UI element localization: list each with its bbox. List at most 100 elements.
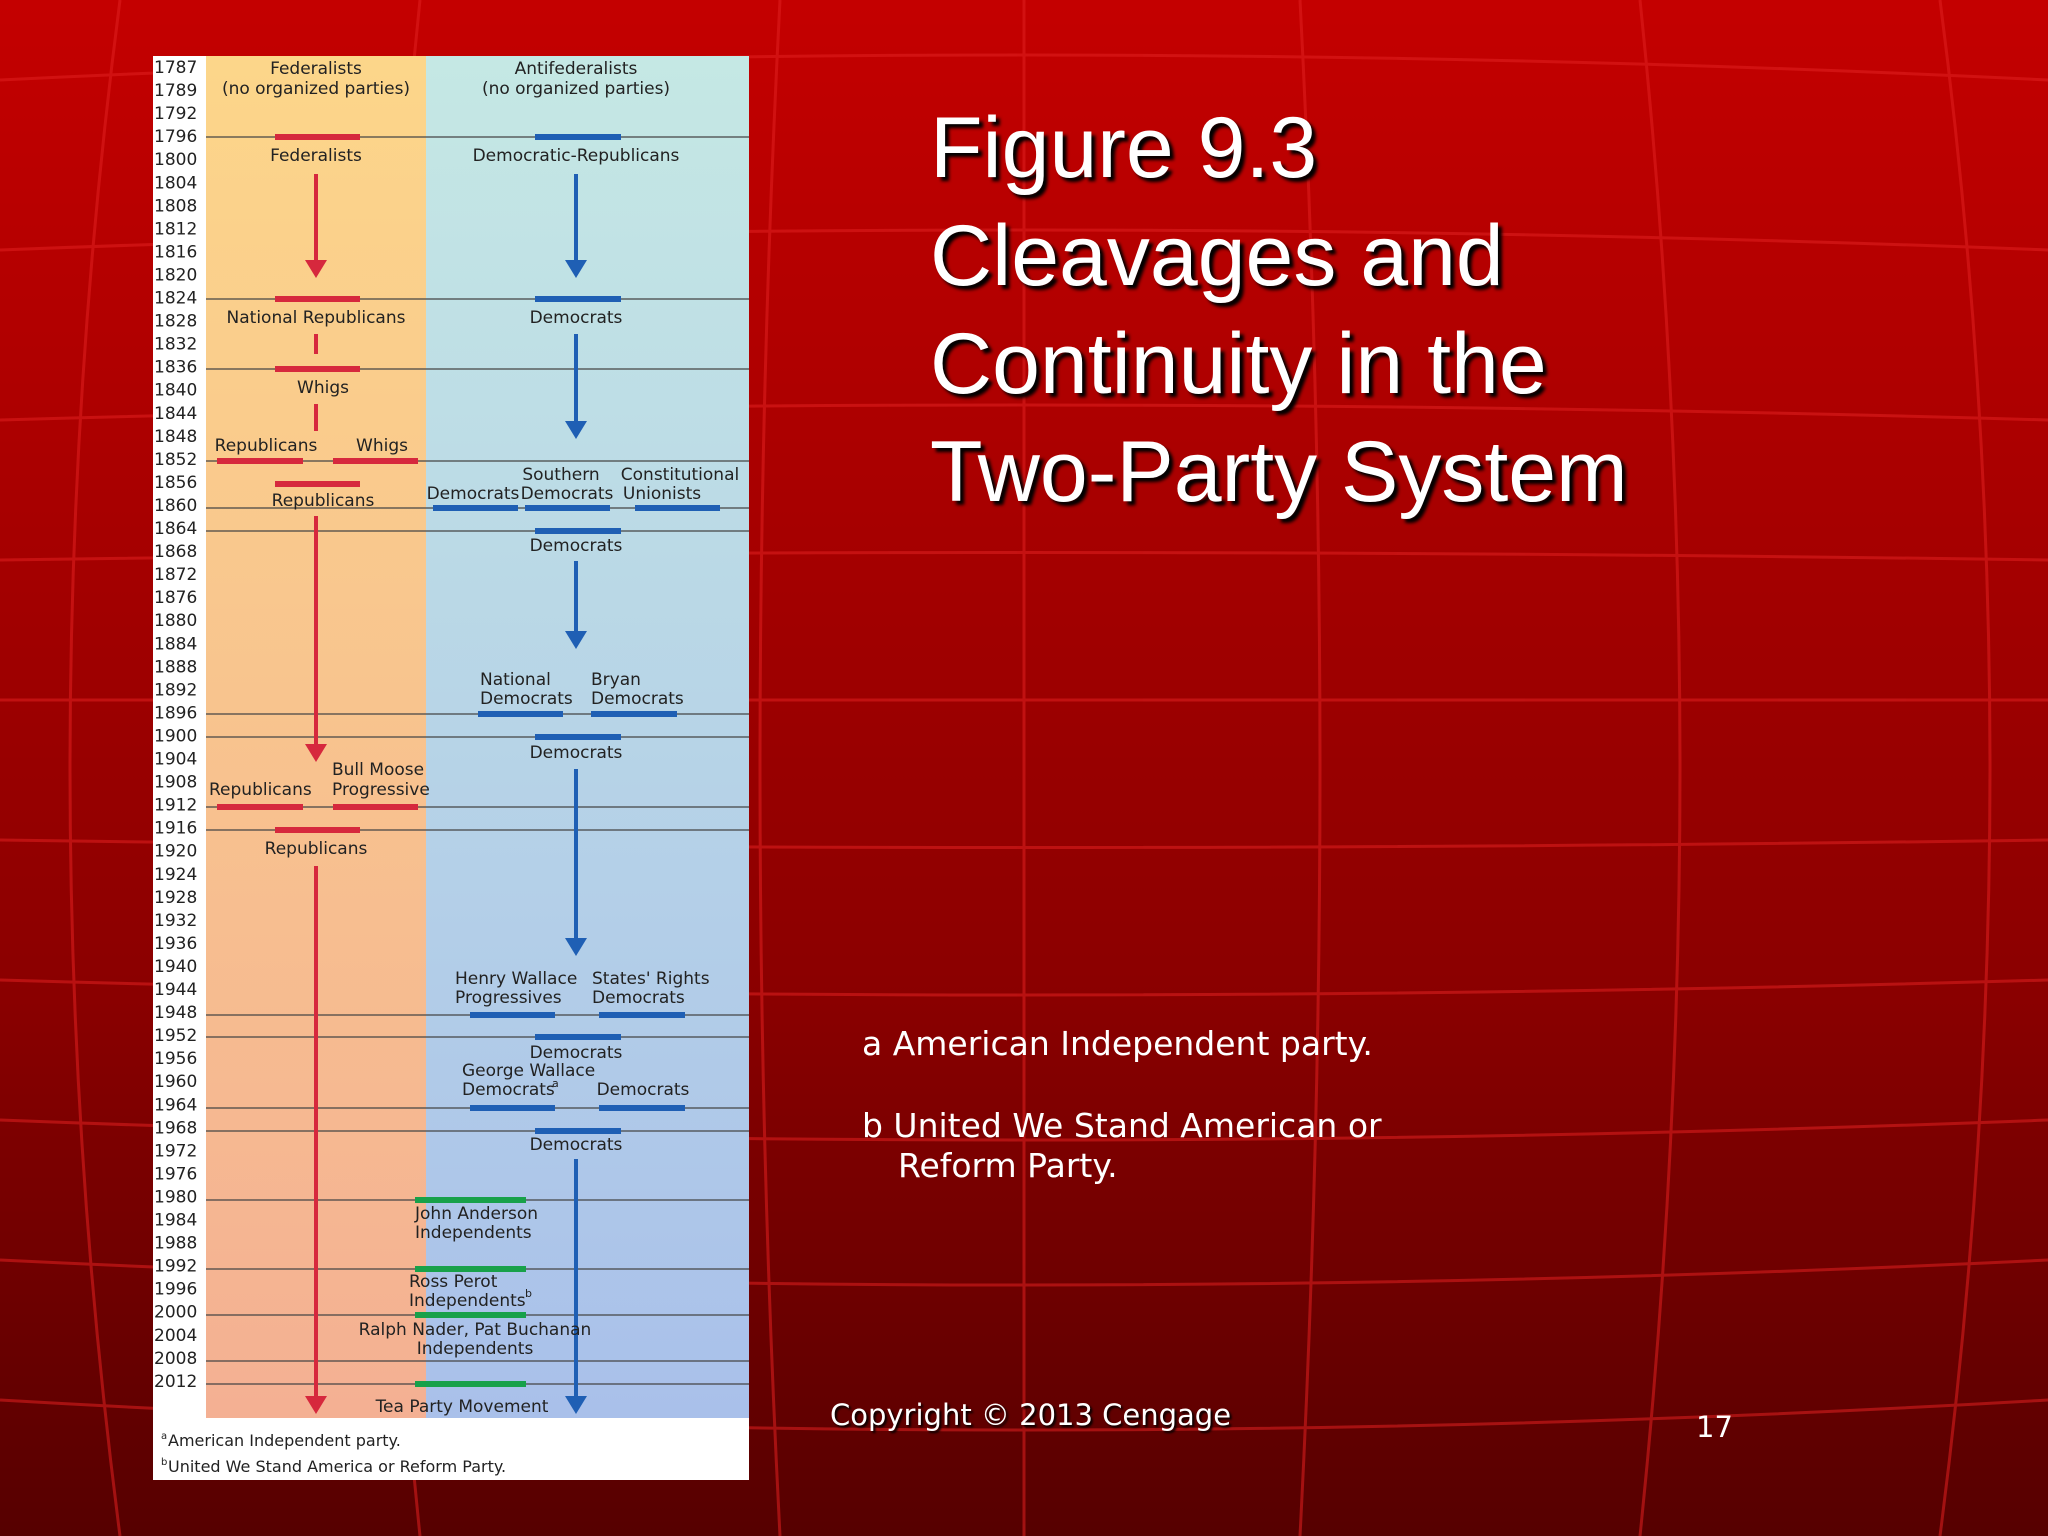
slide-number: 17 bbox=[1696, 1410, 1733, 1444]
year-label: 1824 bbox=[154, 289, 197, 309]
label-george-wallace-democrats: Democrats bbox=[462, 1080, 555, 1100]
year-label: 1836 bbox=[154, 358, 197, 378]
label-republicans-1920: Republicans bbox=[265, 839, 368, 859]
label-sup-a: a bbox=[552, 1077, 559, 1090]
party-labels: Federalists (no organized parties) Antif… bbox=[209, 59, 739, 1417]
label-antifederalists: Antifederalists bbox=[515, 59, 638, 79]
year-label: 1936 bbox=[154, 934, 197, 954]
label-independents-2004: Independents bbox=[417, 1339, 534, 1359]
label-whigs-1840: Whigs bbox=[297, 378, 349, 398]
year-label: 1972 bbox=[154, 1141, 197, 1161]
label-no-org-right: (no organized parties) bbox=[482, 79, 670, 99]
year-label: 1908 bbox=[154, 773, 197, 793]
year-label: 1904 bbox=[154, 750, 197, 770]
slide-title-line-4: Two-Party System bbox=[930, 424, 1628, 520]
year-label: 1896 bbox=[154, 703, 197, 723]
year-label: 1800 bbox=[154, 150, 197, 170]
year-label: 1916 bbox=[154, 819, 197, 839]
year-label: 2008 bbox=[154, 1349, 197, 1369]
label-no-org-left: (no organized parties) bbox=[222, 79, 410, 99]
year-label: 1976 bbox=[154, 1164, 197, 1184]
year-label: 1968 bbox=[154, 1118, 197, 1138]
label-democrats-1828: Democrats bbox=[530, 308, 623, 328]
year-label: 1848 bbox=[154, 427, 197, 447]
label-national: National bbox=[480, 670, 551, 690]
year-label: 1876 bbox=[154, 588, 197, 608]
year-label: 1884 bbox=[154, 634, 197, 654]
label-henry-wallace: Henry Wallace bbox=[455, 969, 577, 989]
year-label: 1808 bbox=[154, 196, 197, 216]
party-bars bbox=[217, 134, 720, 1387]
label-bryan: Bryan bbox=[591, 670, 641, 690]
year-label: 1960 bbox=[154, 1072, 197, 1092]
label-democratic-republicans: Democratic-Republicans bbox=[473, 146, 680, 166]
slide-title-line-2: Cleavages and bbox=[930, 208, 1504, 304]
year-label: 1880 bbox=[154, 611, 197, 631]
year-label: 2012 bbox=[154, 1372, 197, 1392]
note-b-line-2: Reform Party. bbox=[898, 1146, 1118, 1185]
year-label: 1964 bbox=[154, 1095, 197, 1115]
label-democrats-1972: Democrats bbox=[530, 1135, 623, 1155]
label-democrats-1868: Democrats bbox=[530, 536, 623, 556]
year-label: 1852 bbox=[154, 450, 197, 470]
year-label: 1860 bbox=[154, 496, 197, 516]
label-democrats-1960: Democrats bbox=[597, 1080, 690, 1100]
label-national-republicans: National Republicans bbox=[227, 308, 406, 328]
note-a: a American Independent party. bbox=[862, 1024, 1373, 1063]
year-label: 1832 bbox=[154, 335, 197, 355]
year-label: 1932 bbox=[154, 911, 197, 931]
year-label: 1868 bbox=[154, 542, 197, 562]
year-label: 1840 bbox=[154, 381, 197, 401]
label-nader-buchanan: Ralph Nader, Pat Buchanan bbox=[359, 1320, 592, 1340]
year-label: 1952 bbox=[154, 1026, 197, 1046]
year-label: 1816 bbox=[154, 242, 197, 262]
year-label: 1812 bbox=[154, 219, 197, 239]
label-tea-party: Tea Party Movement bbox=[375, 1397, 549, 1417]
copyright-text: Copyright © 2013 Cengage bbox=[830, 1398, 1232, 1432]
year-label: 1980 bbox=[154, 1187, 197, 1207]
note-b-line-1: b United We Stand American or bbox=[862, 1106, 1382, 1145]
year-label: 1924 bbox=[154, 865, 197, 885]
continuity-arrows bbox=[305, 174, 587, 1414]
label-southern: Southern bbox=[522, 465, 599, 485]
label-democrats-1860: Democrats bbox=[427, 484, 520, 504]
label-unionists: Unionists bbox=[623, 484, 701, 504]
year-label: 1856 bbox=[154, 473, 197, 493]
label-sup-b: b bbox=[525, 1287, 532, 1300]
label-progressive: Progressive bbox=[332, 780, 430, 800]
label-states-rights: States' Rights bbox=[592, 969, 710, 989]
label-independents-1996: Independents bbox=[409, 1291, 526, 1311]
year-label: 1844 bbox=[154, 404, 197, 424]
year-label: 1900 bbox=[154, 726, 197, 746]
label-republicans-1908: Republicans bbox=[209, 780, 312, 800]
year-label: 1804 bbox=[154, 173, 197, 193]
footnote-b: United We Stand America or Reform Party. bbox=[168, 1457, 506, 1476]
year-label: 1789 bbox=[154, 81, 197, 101]
year-label: 1928 bbox=[154, 888, 197, 908]
label-democrats-southern: Democrats bbox=[521, 484, 614, 504]
year-label: 1888 bbox=[154, 657, 197, 677]
year-label: 1996 bbox=[154, 1280, 197, 1300]
label-john-anderson: John Anderson bbox=[414, 1204, 538, 1224]
year-label: 1956 bbox=[154, 1049, 197, 1069]
footnote-b-sup: b bbox=[161, 1457, 167, 1468]
label-whigs-1852: Whigs bbox=[356, 436, 408, 456]
label-republicans-1860: Republicans bbox=[272, 491, 375, 511]
label-independents-1984: Independents bbox=[415, 1223, 532, 1243]
year-label: 1820 bbox=[154, 265, 197, 285]
year-label: 1940 bbox=[154, 957, 197, 977]
year-label: 1984 bbox=[154, 1211, 197, 1231]
year-label: 1872 bbox=[154, 565, 197, 585]
label-ross-perot: Ross Perot bbox=[409, 1272, 498, 1292]
year-label: 1948 bbox=[154, 1003, 197, 1023]
slide-title-line-3: Continuity in the bbox=[930, 316, 1547, 412]
party-timeline-diagram: 1787178917921796180018041808181218161820… bbox=[154, 56, 749, 1476]
label-democrats-1956: Democrats bbox=[530, 1043, 623, 1063]
year-label: 1864 bbox=[154, 519, 197, 539]
year-label: 1828 bbox=[154, 312, 197, 332]
label-democrats-1904: Democrats bbox=[530, 743, 623, 763]
year-label: 1920 bbox=[154, 842, 197, 862]
year-axis: 1787178917921796180018041808181218161820… bbox=[154, 58, 197, 1392]
footnote-a: American Independent party. bbox=[168, 1431, 401, 1450]
year-label: 1792 bbox=[154, 104, 197, 124]
